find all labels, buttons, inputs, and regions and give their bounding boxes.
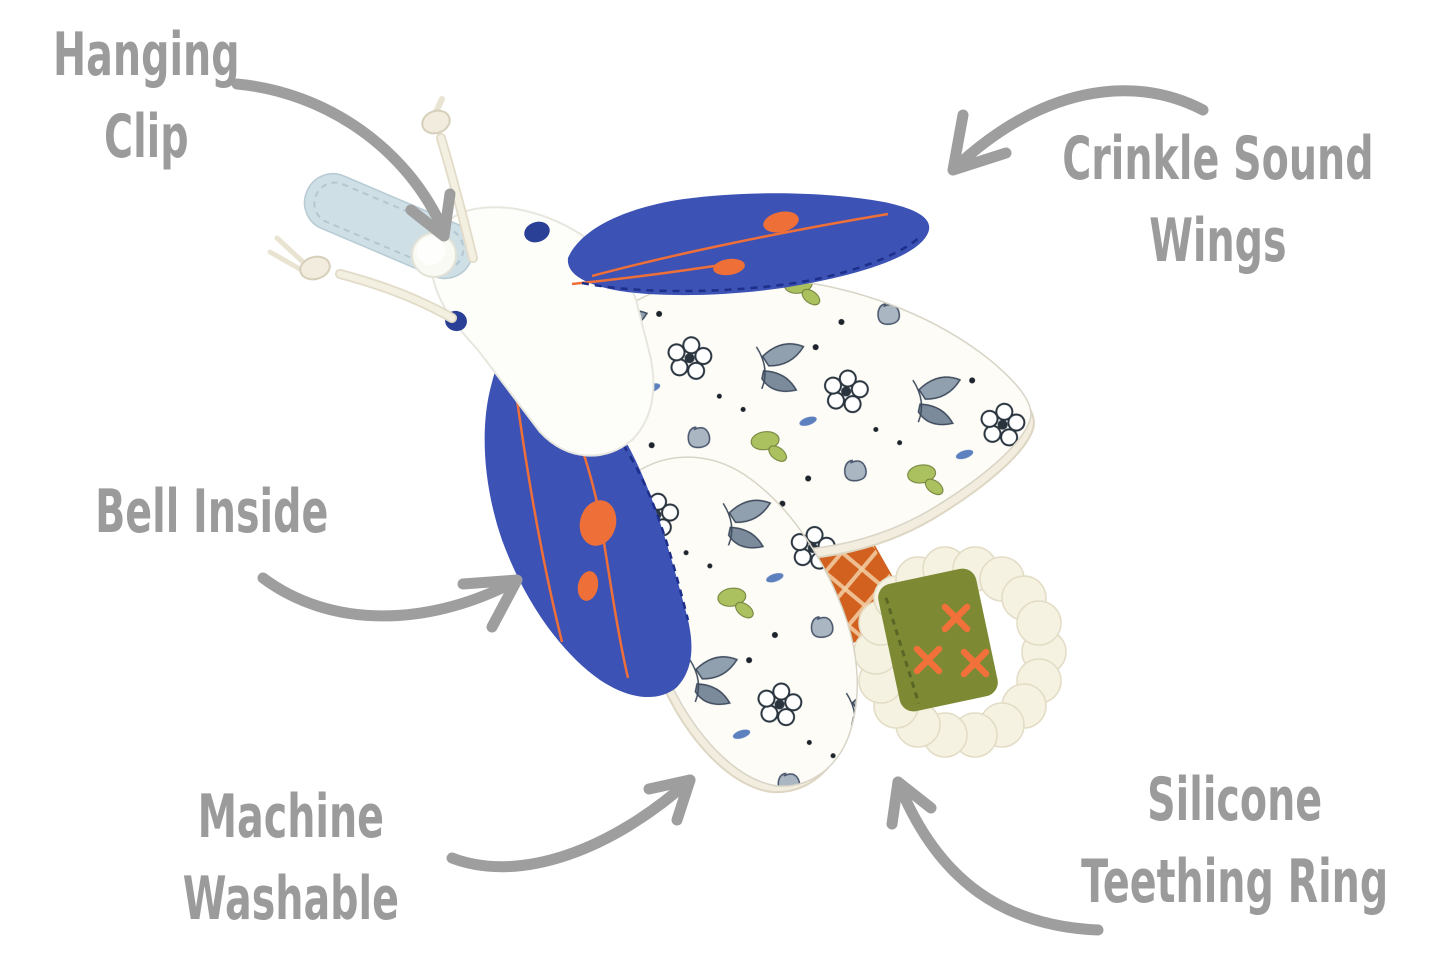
arrow-bell-inside	[257, 572, 523, 633]
hanging-clip-strap	[303, 173, 474, 280]
arrow-machine-washable	[446, 774, 696, 873]
tag-x-stitches	[913, 603, 990, 678]
arrow-crinkle-wings	[947, 85, 1209, 176]
wing-blue-top	[567, 193, 930, 296]
arrow-teething-ring	[886, 776, 1104, 936]
arrow-hanging-clip	[231, 78, 456, 242]
antennae	[267, 96, 478, 323]
annotation-arrows	[231, 78, 1209, 936]
fabric-tag-green	[878, 568, 998, 712]
antenna-knots	[299, 109, 451, 281]
wing-floral-bottom	[618, 456, 858, 794]
